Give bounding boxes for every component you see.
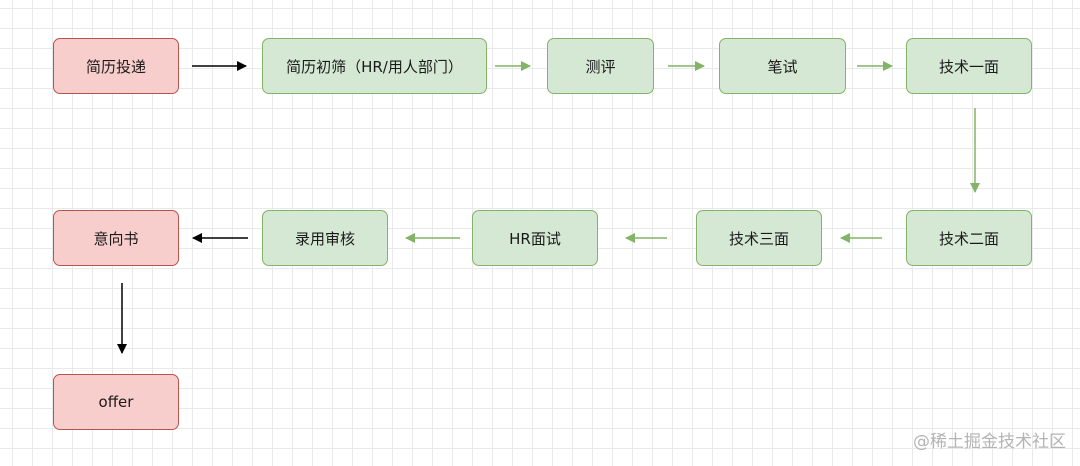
watermark: @稀土掘金技术社区 — [913, 432, 1066, 452]
node-offer: offer — [53, 374, 179, 430]
node-tech-interview-3: 技术三面 — [696, 210, 822, 266]
node-written-test: 笔试 — [719, 38, 846, 94]
node-hiring-review: 录用审核 — [262, 210, 388, 266]
node-resume-submit: 简历投递 — [53, 38, 179, 94]
node-tech-interview-2: 技术二面 — [906, 210, 1032, 266]
node-letter-of-intent: 意向书 — [53, 210, 179, 266]
node-assessment: 测评 — [547, 38, 654, 94]
node-resume-screen: 简历初筛（HR/用人部门） — [262, 38, 487, 94]
node-tech-interview-1: 技术一面 — [906, 38, 1032, 94]
node-hr-interview: HR面试 — [472, 210, 598, 266]
